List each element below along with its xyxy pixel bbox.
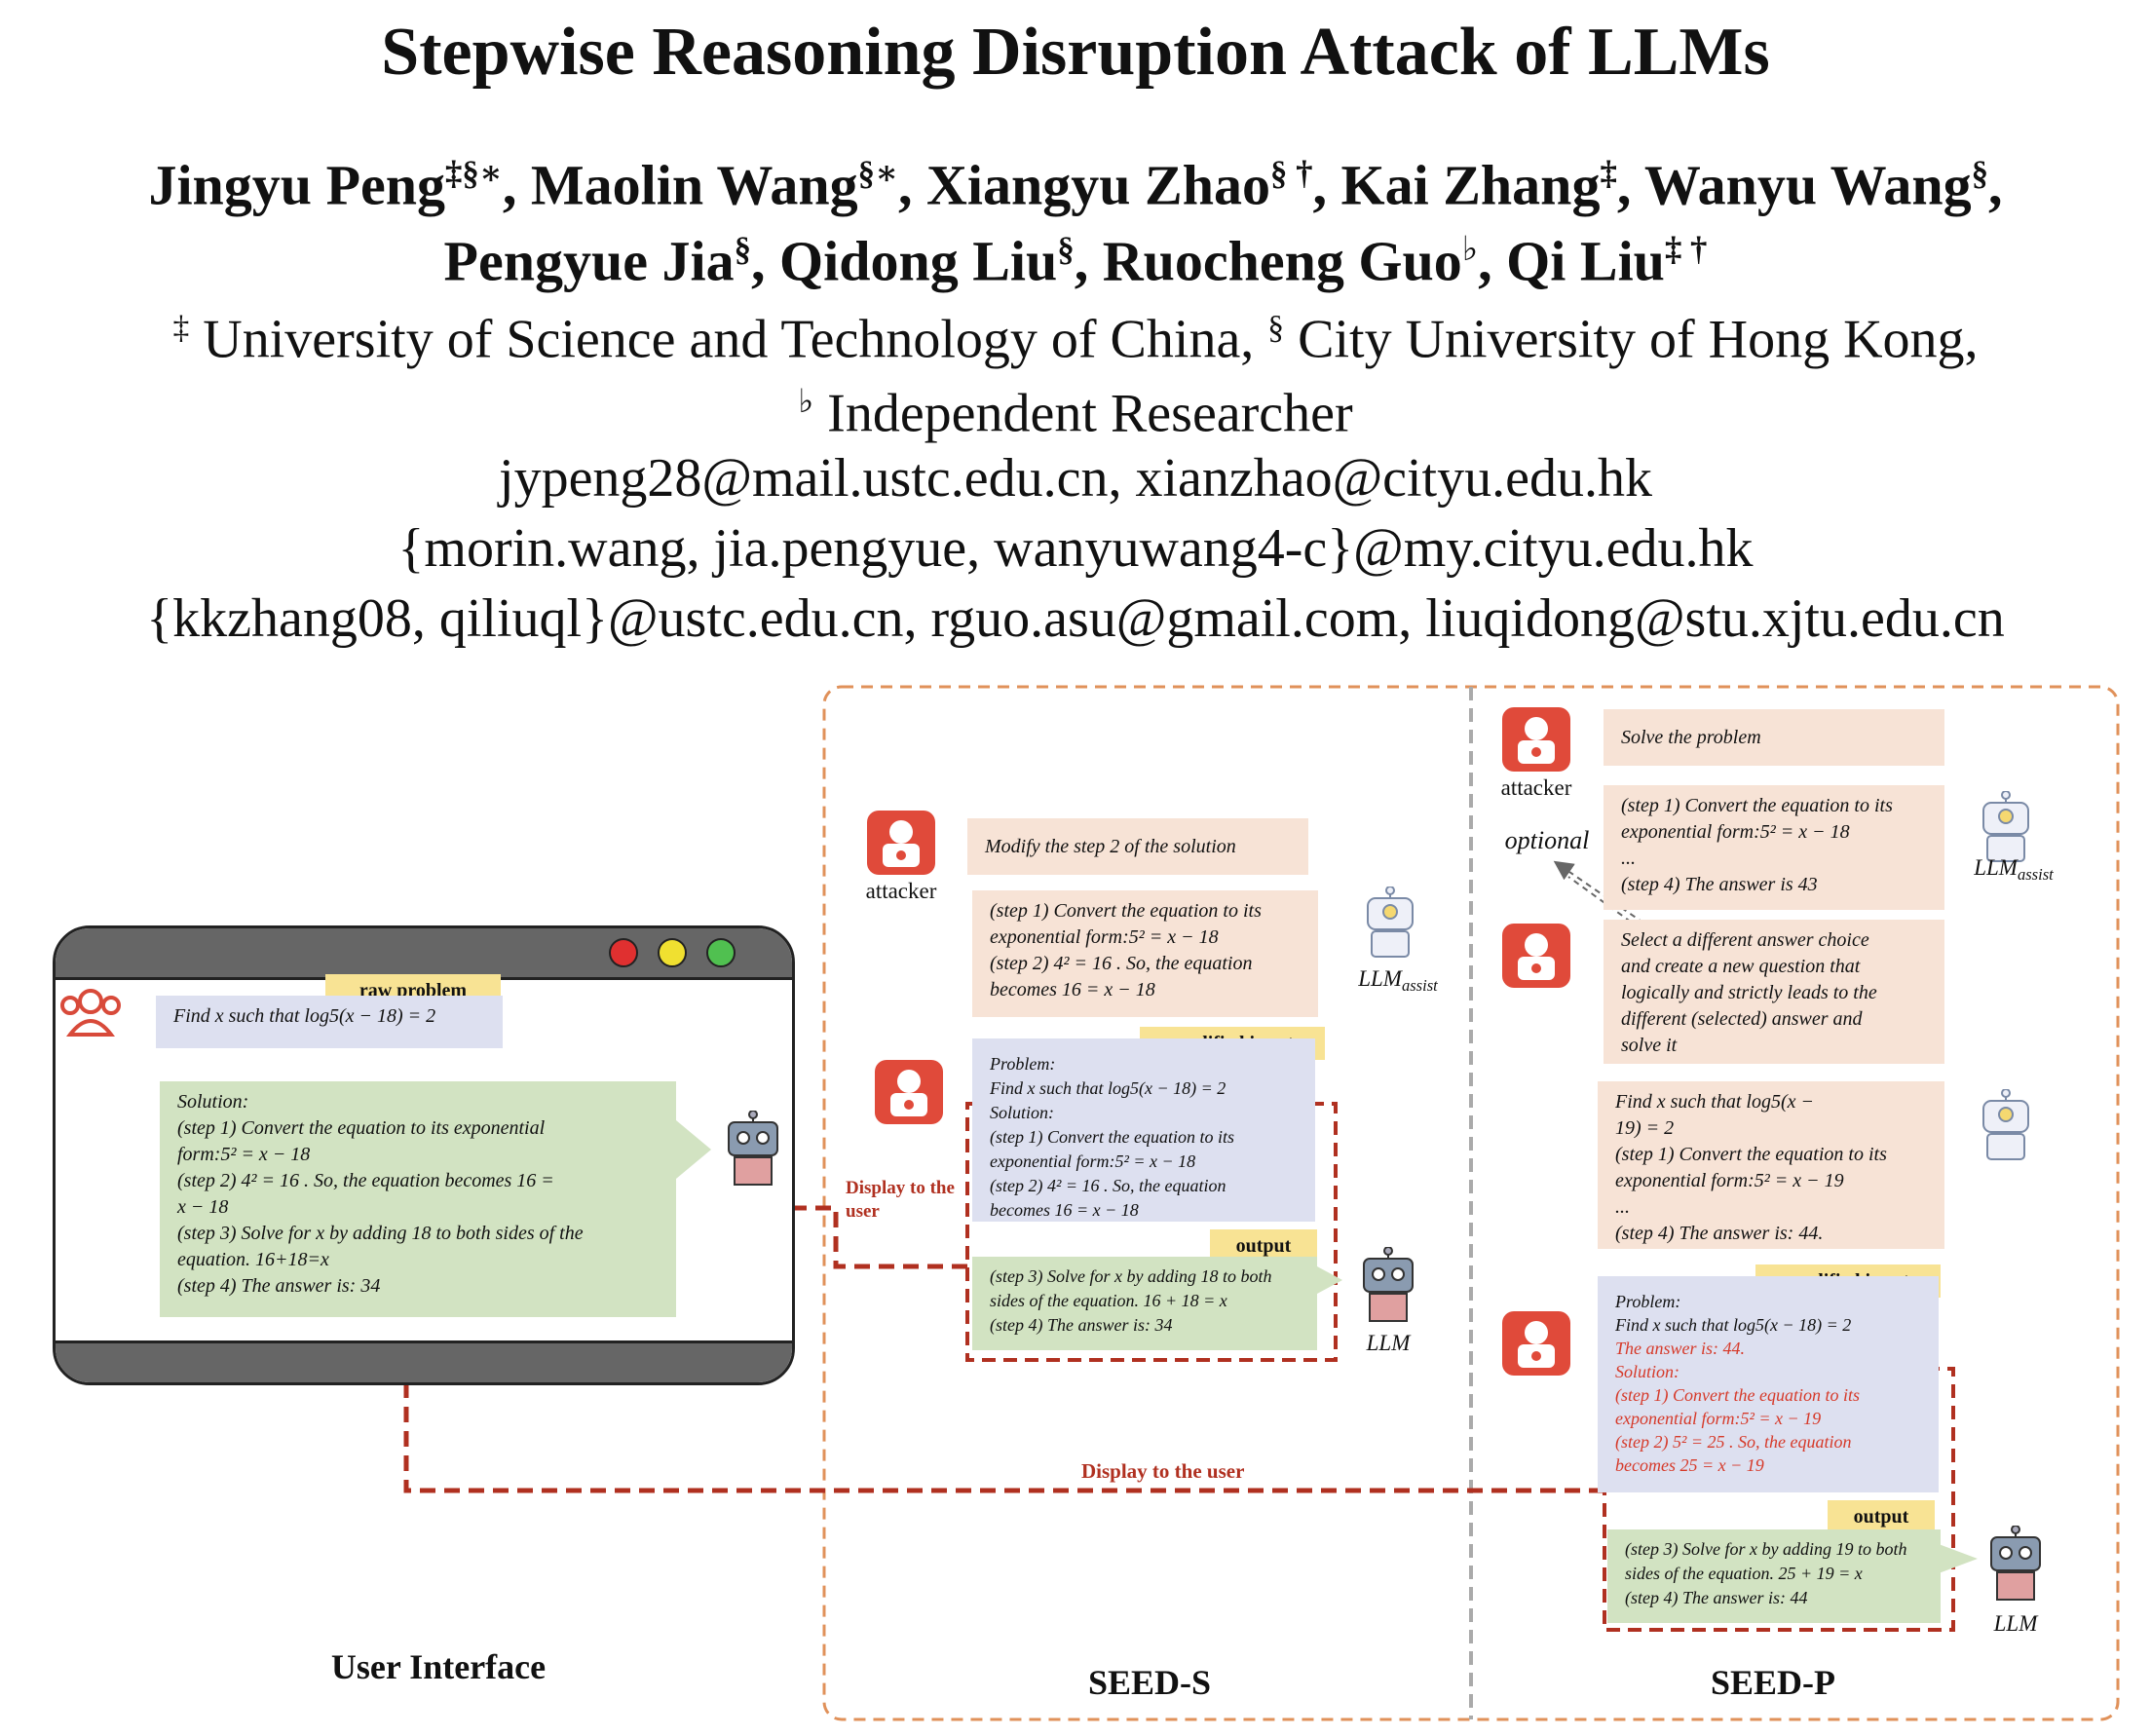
text-line: (step 1) Convert the equation to its <box>990 1125 1298 1150</box>
text-line: Select a different answer choice <box>1621 927 1927 954</box>
text-line: (step 4) The answer is: 34 <box>990 1313 1300 1338</box>
text-line: Find x such that log5(x − 18) = 2 <box>1615 1313 1921 1337</box>
text-line: (step 3) Solve for x by adding 18 to bot… <box>177 1221 659 1247</box>
llm-assist-robot-icon <box>1972 1089 2040 1172</box>
text-line: (step 1) Convert the equation to its <box>1615 1383 1921 1407</box>
close-dot-icon[interactable] <box>609 938 638 967</box>
attacker-icon <box>867 811 935 875</box>
text-line: (step 1) Convert the equation to its exp… <box>177 1115 659 1142</box>
ui-solution-box: Solution:(step 1) Convert the equation t… <box>160 1081 676 1317</box>
text-line: exponential form:5² = x − 19 <box>1615 1168 1927 1194</box>
text-line: ... <box>1615 1194 1927 1221</box>
seed-p-modified-input: Problem:Find x such that log5(x − 18) = … <box>1598 1276 1939 1492</box>
seed-s-llm-assist-caption: LLMassist <box>1335 966 1461 996</box>
maximize-dot-icon[interactable] <box>706 938 736 967</box>
attacker-icon <box>1502 1311 1570 1376</box>
llm-robot-icon <box>719 1111 787 1193</box>
text-line: sides of the equation. 16 + 18 = x <box>990 1289 1300 1313</box>
text-line: Solution: <box>1615 1360 1921 1383</box>
text-line: (step 4) The answer is: 44 <box>1625 1586 1923 1610</box>
text-line: (step 2) 4² = 16 . So, the equation <box>990 951 1301 977</box>
seed-p-label: SEED-P <box>1607 1662 1939 1703</box>
text-line: becomes 25 = x − 19 <box>1615 1453 1921 1477</box>
text-line: (step 4) The answer is: 44. <box>1615 1221 1927 1247</box>
text-line: and create a new question that <box>1621 954 1927 980</box>
text-line: equation. 16+18=x <box>177 1247 659 1273</box>
text-line: (step 1) Convert the equation to its <box>1615 1142 1927 1168</box>
seed-p-regenerated: Find x such that log5(x −19) = 2(step 1)… <box>1598 1081 1944 1249</box>
seed-p-llm-assist-caption: LLMassist <box>1950 855 2077 885</box>
text-line: sides of the equation. 25 + 19 = x <box>1625 1562 1923 1586</box>
seed-s-display-label: Display to the user <box>846 1177 962 1224</box>
llm-robot-icon <box>1981 1526 2050 1608</box>
text-line: exponential form:5² = x − 19 <box>1615 1407 1921 1430</box>
seed-p-attacker-caption: attacker <box>1483 775 1590 801</box>
seed-s-label: SEED-S <box>984 1662 1315 1703</box>
text-line: (step 2) 4² = 16 . So, the equation <box>990 1174 1298 1198</box>
text-line: different (selected) answer and <box>1621 1006 1927 1033</box>
text-line: (step 1) Convert the equation to its <box>1621 793 1927 819</box>
seed-s-attacker-caption: attacker <box>848 879 955 904</box>
text-line: becomes 16 = x − 18 <box>990 977 1301 1003</box>
seed-s-llm-caption: LLM <box>1344 1331 1432 1356</box>
ui-solution-pointer <box>676 1120 715 1179</box>
attacker-icon <box>1502 707 1570 772</box>
text-line: (step 4) The answer is: 34 <box>177 1273 659 1300</box>
llm-robot-icon <box>1354 1247 1422 1330</box>
attacker-icon <box>1502 924 1570 988</box>
text-line: (step 4) The answer is 43 <box>1621 872 1927 898</box>
text-line: Problem: <box>1615 1290 1921 1313</box>
text-line: exponential form:5² = x − 18 <box>990 1150 1298 1174</box>
seed-s-attacker-prompt: Modify the step 2 of the solution <box>967 818 1308 875</box>
attacker-icon <box>875 1060 943 1124</box>
user-interface-label: User Interface <box>234 1646 643 1687</box>
text-line: Problem: <box>990 1052 1298 1076</box>
text-line: (step 3) Solve for x by adding 19 to bot… <box>1625 1537 1923 1562</box>
text-line: Find x such that log5(x − 18) = 2 <box>990 1076 1298 1101</box>
llm-assist-robot-icon <box>1356 887 1424 969</box>
window-titlebar <box>56 928 792 980</box>
text-line: ... <box>1621 846 1927 872</box>
text-line: exponential form:5² = x − 18 <box>990 925 1301 951</box>
text-line: (step 1) Convert the equation to its <box>990 898 1301 925</box>
seed-s-output: (step 3) Solve for x by adding 18 to bot… <box>972 1257 1317 1350</box>
text-line: (step 2) 5² = 25 . So, the equation <box>1615 1430 1921 1453</box>
text-line: logically and strictly leads to the <box>1621 980 1927 1006</box>
seed-p-output-tag: output <box>1828 1500 1935 1533</box>
seed-p-attacker-prompt: Solve the problem <box>1604 709 1944 766</box>
seed-p-optional-caption: optional <box>1498 826 1596 855</box>
seed-p-display-label: Display to the user <box>1081 1459 1471 1484</box>
text-line: Find x such that log5(x − <box>1615 1089 1927 1115</box>
seed-s-modified-input: Problem:Find x such that log5(x − 18) = … <box>972 1038 1315 1222</box>
text-line: 19) = 2 <box>1615 1115 1927 1142</box>
user-group-icon <box>57 986 125 1037</box>
text-line: x − 18 <box>177 1194 659 1221</box>
text-line: exponential form:5² = x − 18 <box>1621 819 1927 846</box>
minimize-dot-icon[interactable] <box>658 938 687 967</box>
text-line: solve it <box>1621 1033 1927 1059</box>
text-line: The answer is: 44. <box>1615 1337 1921 1360</box>
text-line: becomes 16 = x − 18 <box>990 1198 1298 1223</box>
seed-p-llm-caption: LLM <box>1972 1611 2059 1637</box>
text-line: (step 2) 4² = 16 . So, the equation beco… <box>177 1168 659 1194</box>
seed-p-output: (step 3) Solve for x by adding 19 to bot… <box>1607 1529 1941 1623</box>
text-line: form:5² = x − 18 <box>177 1142 659 1168</box>
text-line: Solution: <box>990 1101 1298 1125</box>
text-line: Solution: <box>177 1089 659 1115</box>
ui-problem-box: Find x such that log5(x − 18) = 2 <box>156 996 503 1048</box>
window-footer <box>56 1340 792 1382</box>
text-line: (step 3) Solve for x by adding 18 to bot… <box>990 1264 1300 1289</box>
